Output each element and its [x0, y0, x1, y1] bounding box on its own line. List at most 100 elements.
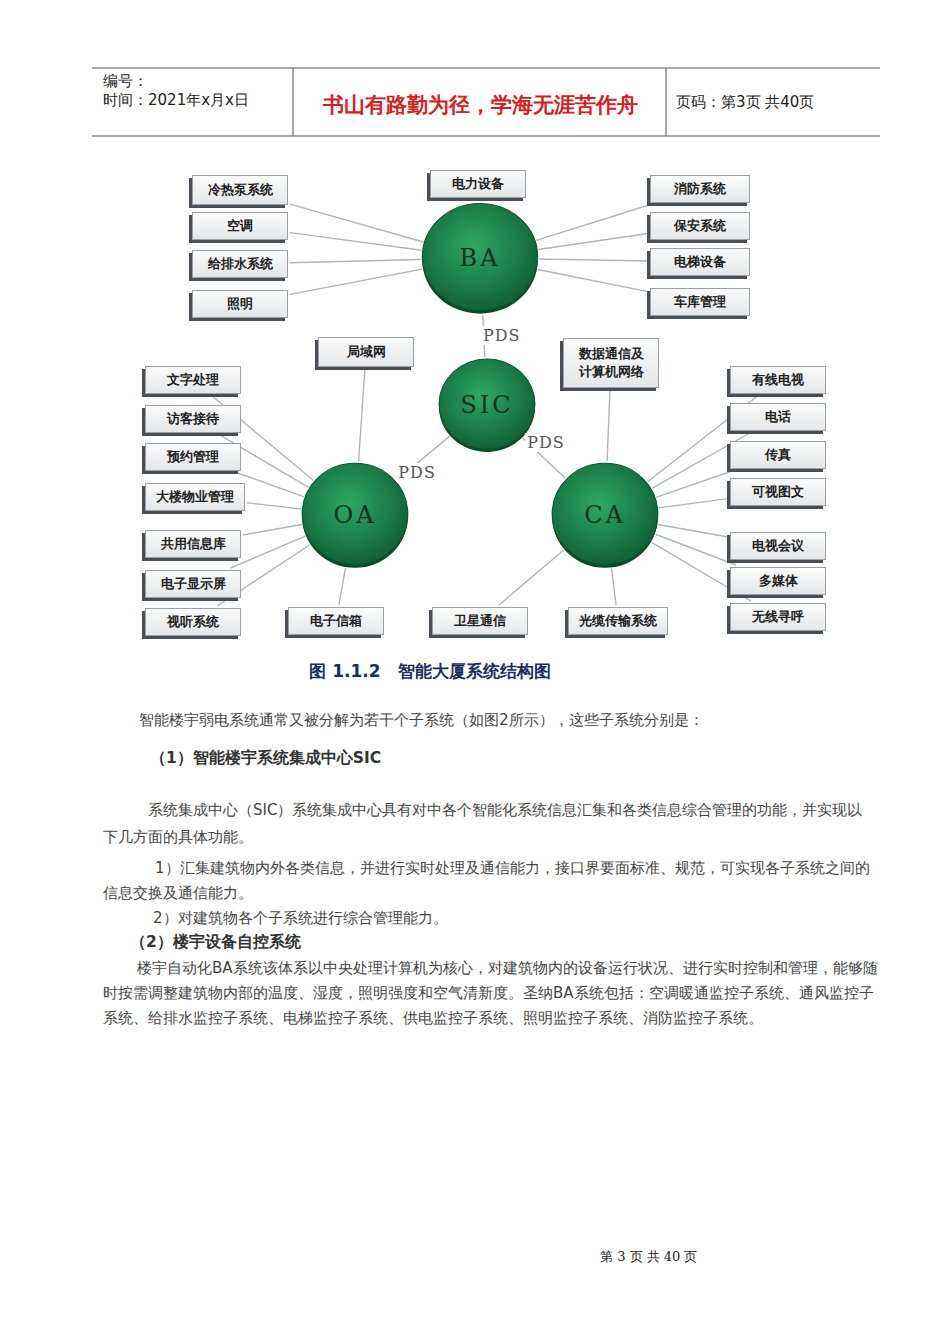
connector-line — [247, 503, 301, 509]
subsystem-box: 多媒体 — [730, 567, 826, 595]
system-label: SIC — [460, 391, 513, 419]
box-label: 空调 — [227, 217, 253, 235]
connector-line — [659, 499, 728, 508]
box-label: 电子信箱 — [310, 612, 362, 630]
subsystem-box: 消防系统 — [650, 175, 750, 203]
connector-line — [290, 204, 423, 242]
box-label: 卫星通信 — [454, 612, 506, 630]
system-label: OA — [333, 501, 376, 529]
subsystem-box: 卫星通信 — [432, 607, 528, 635]
system-label: BA — [460, 244, 501, 272]
box-label: 预约管理 — [167, 448, 219, 466]
subsystem-box: 访客接待 — [145, 405, 241, 433]
connector-line — [607, 390, 610, 461]
connector-line — [536, 205, 649, 240]
box-label: 视听系统 — [167, 613, 219, 631]
subsystem-box: 车库管理 — [650, 288, 750, 316]
box-label: 多媒体 — [759, 572, 798, 590]
subsystem-box: 无线寻呼 — [730, 603, 826, 631]
box-label: 保安系统 — [674, 217, 726, 235]
body-text: 系统集成中心（SIC）系统集成中心具有对中各个智能化系统信息汇集和各类信息综合管… — [103, 797, 873, 851]
box-label: 大楼物业管理 — [156, 488, 234, 506]
body-text: 2）对建筑物各个子系统进行综合管理能力。 — [153, 906, 853, 930]
subsystem-box: 数据通信及 计算机网络 — [563, 338, 659, 388]
box-label: 车库管理 — [674, 293, 726, 311]
box-label: 电视会议 — [752, 537, 804, 555]
subsystem-box: 电视会议 — [730, 532, 826, 560]
box-label: 有线电视 — [752, 371, 804, 389]
subsystem-box: 空调 — [192, 212, 288, 240]
connector-line — [538, 270, 648, 292]
connector-line — [290, 233, 422, 251]
connector-line — [339, 568, 346, 605]
box-label: 局域网 — [347, 343, 386, 361]
connector-line — [499, 550, 564, 605]
subsystem-box: 电子信箱 — [288, 607, 384, 635]
connector-line — [290, 269, 422, 294]
box-label: 可视图文 — [752, 483, 804, 501]
subsystem-box: 电话 — [730, 403, 826, 431]
connector-line — [538, 234, 648, 250]
connector-line — [655, 534, 736, 565]
box-label: 电话 — [765, 408, 791, 426]
subsystem-box: 有线电视 — [730, 366, 826, 394]
system-circle: OA — [300, 460, 410, 570]
body-text: 智能楼宇弱电系统通常又被分解为若干个子系统（如图2所示），这些子系统分别是： — [103, 708, 878, 732]
subsystem-box: 光缆传输系统 — [568, 607, 668, 635]
connector-line — [656, 471, 732, 497]
body-text: 1）汇集建筑物内外各类信息，并进行实时处理及通信能力，接口界要面标准、规范，可实… — [103, 856, 873, 906]
subsystem-box: 局域网 — [318, 337, 414, 367]
box-label: 给排水系统 — [208, 255, 273, 273]
subsystem-box: 照明 — [192, 290, 288, 318]
subsystem-box: 电梯设备 — [650, 248, 750, 276]
box-label: 电梯设备 — [674, 253, 726, 271]
section-heading: （1）智能楼宇系统集成中心SIC — [150, 748, 750, 769]
subsystem-box: 保安系统 — [650, 212, 750, 240]
box-label: 电子显示屏 — [161, 575, 226, 593]
subsystem-box: 视听系统 — [145, 608, 241, 636]
connector-line — [290, 259, 421, 262]
header-page: 页码：第3页 共40页 — [676, 93, 876, 112]
subsystem-box: 大楼物业管理 — [145, 483, 245, 511]
system-label: CA — [584, 501, 626, 529]
box-label: 数据通信及 计算机网络 — [570, 345, 652, 381]
connector-line — [478, 200, 479, 201]
connector-line — [539, 259, 648, 261]
connector-line — [243, 525, 302, 536]
box-label: 冷热泵系统 — [208, 181, 273, 199]
connector-line — [231, 536, 306, 568]
header-divider — [293, 68, 294, 136]
box-label: 文字处理 — [167, 371, 219, 389]
connector-line — [658, 525, 728, 538]
box-label: 共用信息库 — [161, 535, 226, 553]
subsystem-box: 冷热泵系统 — [192, 175, 288, 205]
header-motto: 书山有路勤为径，学海无涯苦作舟 — [296, 91, 664, 119]
figure-caption: 图 1.1.2 智能大厦系统结构图 — [250, 660, 610, 683]
edge-label: PDS — [525, 433, 567, 452]
body-text: 楼宇自动化BA系统该体系以中央处理计算机为核心，对建筑物内的设备运行状况、进行实… — [103, 956, 878, 1031]
connector-line — [612, 569, 616, 605]
box-label: 消防系统 — [674, 180, 726, 198]
header-field: 编号： — [103, 72, 283, 91]
subsystem-box: 文字处理 — [145, 366, 241, 394]
connector-line — [238, 473, 304, 497]
header-rule — [92, 68, 880, 69]
header-rule — [92, 136, 880, 137]
box-label: 光缆传输系统 — [579, 612, 657, 630]
subsystem-box: 可视图文 — [730, 478, 826, 506]
box-label: 无线寻呼 — [752, 608, 804, 626]
header-divider — [666, 68, 667, 136]
subsystem-box: 预约管理 — [145, 443, 241, 471]
page-footer: 第 3 页 共 40 页 — [600, 1248, 770, 1266]
subsystem-box: 共用信息库 — [145, 530, 241, 558]
box-label: 电力设备 — [452, 175, 504, 193]
box-label: 照明 — [227, 295, 253, 313]
box-label: 访客接待 — [167, 410, 219, 428]
edge-label: PDS — [481, 326, 523, 345]
system-circle: SIC — [437, 356, 537, 454]
subsystem-box: 电子显示屏 — [145, 570, 241, 598]
subsystem-box: 给排水系统 — [192, 250, 288, 278]
section-heading: （2）楼宇设备自控系统 — [130, 932, 730, 953]
subsystem-box: 电力设备 — [430, 170, 526, 198]
box-label: 传真 — [765, 446, 791, 464]
